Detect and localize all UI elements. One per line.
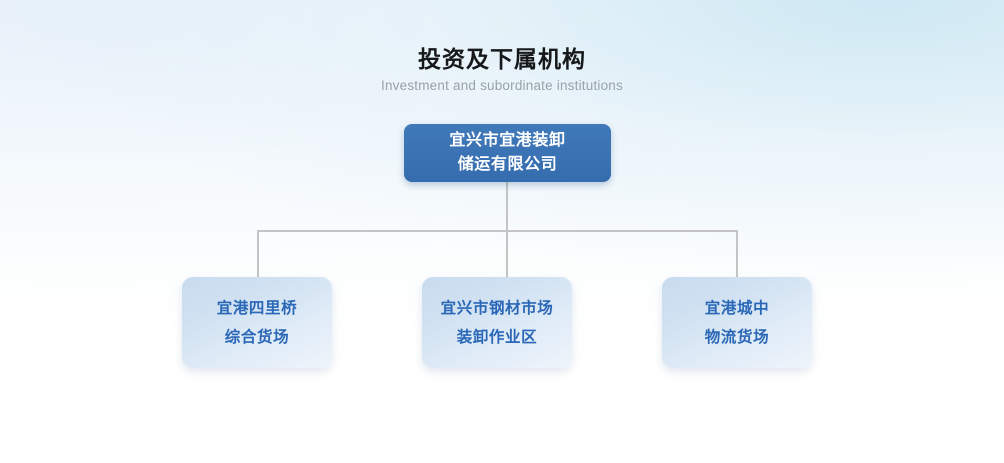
org-node-child-2-line-1: 宜港城中 — [704, 299, 770, 317]
org-node-root-line-1: 宜兴市宜港装卸 — [449, 132, 566, 149]
page-subtitle: Investment and subordinate institutions — [381, 78, 623, 93]
org-node-child-0[interactable]: 宜港四里桥 综合货场 — [182, 277, 332, 368]
org-node-child-0-line-1: 宜港四里桥 — [216, 299, 298, 317]
org-node-child-2-line-2: 物流货场 — [704, 328, 770, 346]
page-title: 投资及下属机构 — [418, 46, 586, 72]
org-node-child-2[interactable]: 宜港城中 物流货场 — [662, 277, 812, 368]
org-node-child-1-line-2: 装卸作业区 — [456, 328, 538, 346]
org-node-child-0-line-2: 综合货场 — [224, 328, 290, 346]
org-node-root[interactable]: 宜兴市宜港装卸 储运有限公司 — [404, 124, 611, 182]
org-node-root-line-2: 储运有限公司 — [457, 156, 558, 173]
chart-heading: 投资及下属机构 Investment and subordinate insti… — [0, 44, 1004, 95]
org-node-child-1-line-1: 宜兴市钢材市场 — [440, 299, 554, 317]
org-node-child-1[interactable]: 宜兴市钢材市场 装卸作业区 — [422, 277, 572, 368]
